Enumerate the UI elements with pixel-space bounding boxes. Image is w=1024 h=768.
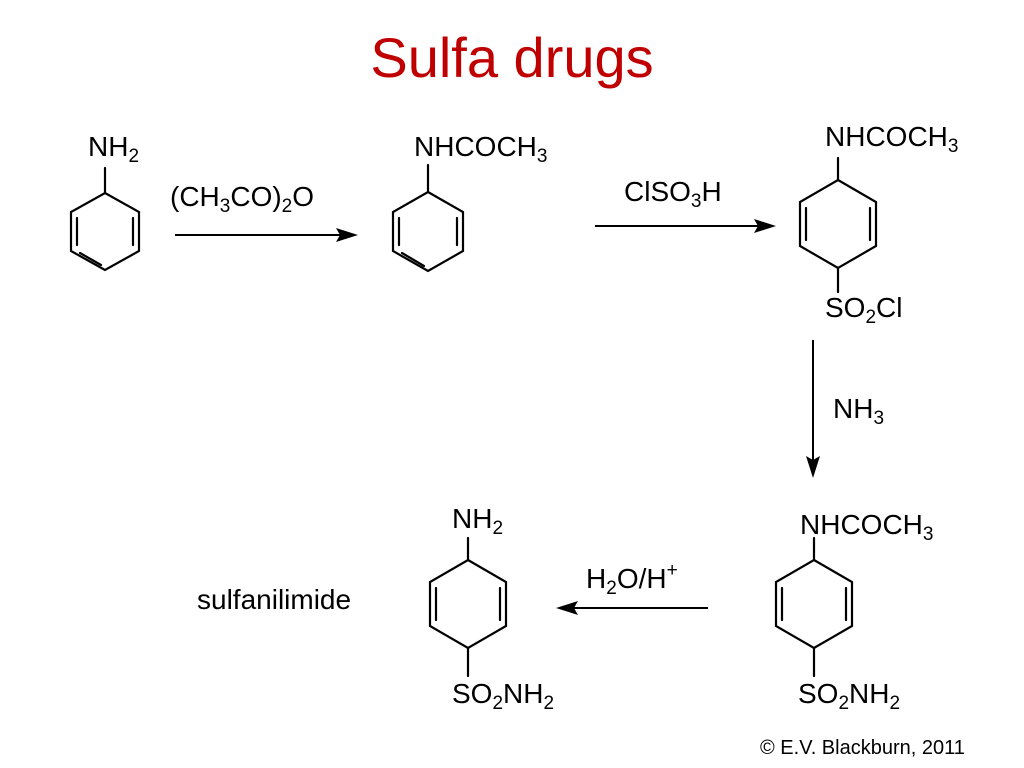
benzene-ring-sulfonyl-chloride <box>798 156 878 294</box>
sulfanilimide-amino-group: NH2 <box>452 503 504 539</box>
aniline-amino-group: NH2 <box>88 131 140 167</box>
reagent-acid-hydrolysis: H2O/H+ <box>586 560 678 599</box>
copyright-notice: © E.V. Blackburn, 2011 <box>760 737 965 759</box>
sulfanilimide-name: sulfanilimide <box>197 584 352 615</box>
reagent-ammonia: NH3 <box>833 393 885 429</box>
benzene-ring-sulfanilimide <box>428 536 508 678</box>
benzene-ring-aniline <box>69 166 141 272</box>
sulfonyl-chloride-group: SO2Cl <box>825 292 903 328</box>
reaction-arrow-4 <box>556 601 708 615</box>
sulfonyl-chloride-acetamido-group: NHCOCH3 <box>825 121 959 157</box>
acetyl-sulfonamide-acetamido-group: NHCOCH3 <box>800 509 934 545</box>
slide-title: Sulfa drugs <box>370 26 654 89</box>
reagent-chlorosulfonic-acid: ClSO3H <box>624 176 722 212</box>
acetanilide-acetamido-group: NHCOCH3 <box>414 131 548 167</box>
reagent-acetic-anhydride: (CH3CO)2O <box>170 181 315 217</box>
reaction-arrow-3 <box>806 340 820 478</box>
reaction-arrow-1 <box>175 228 358 242</box>
acetyl-sulfonamide-sulfonamide-group: SO2NH2 <box>798 678 901 714</box>
benzene-ring-acetyl-sulfonamide <box>774 536 854 678</box>
benzene-ring-acetanilide <box>391 163 465 273</box>
sulfanilimide-sulfonamide-group: SO2NH2 <box>452 678 555 714</box>
reaction-arrow-2 <box>595 219 776 233</box>
